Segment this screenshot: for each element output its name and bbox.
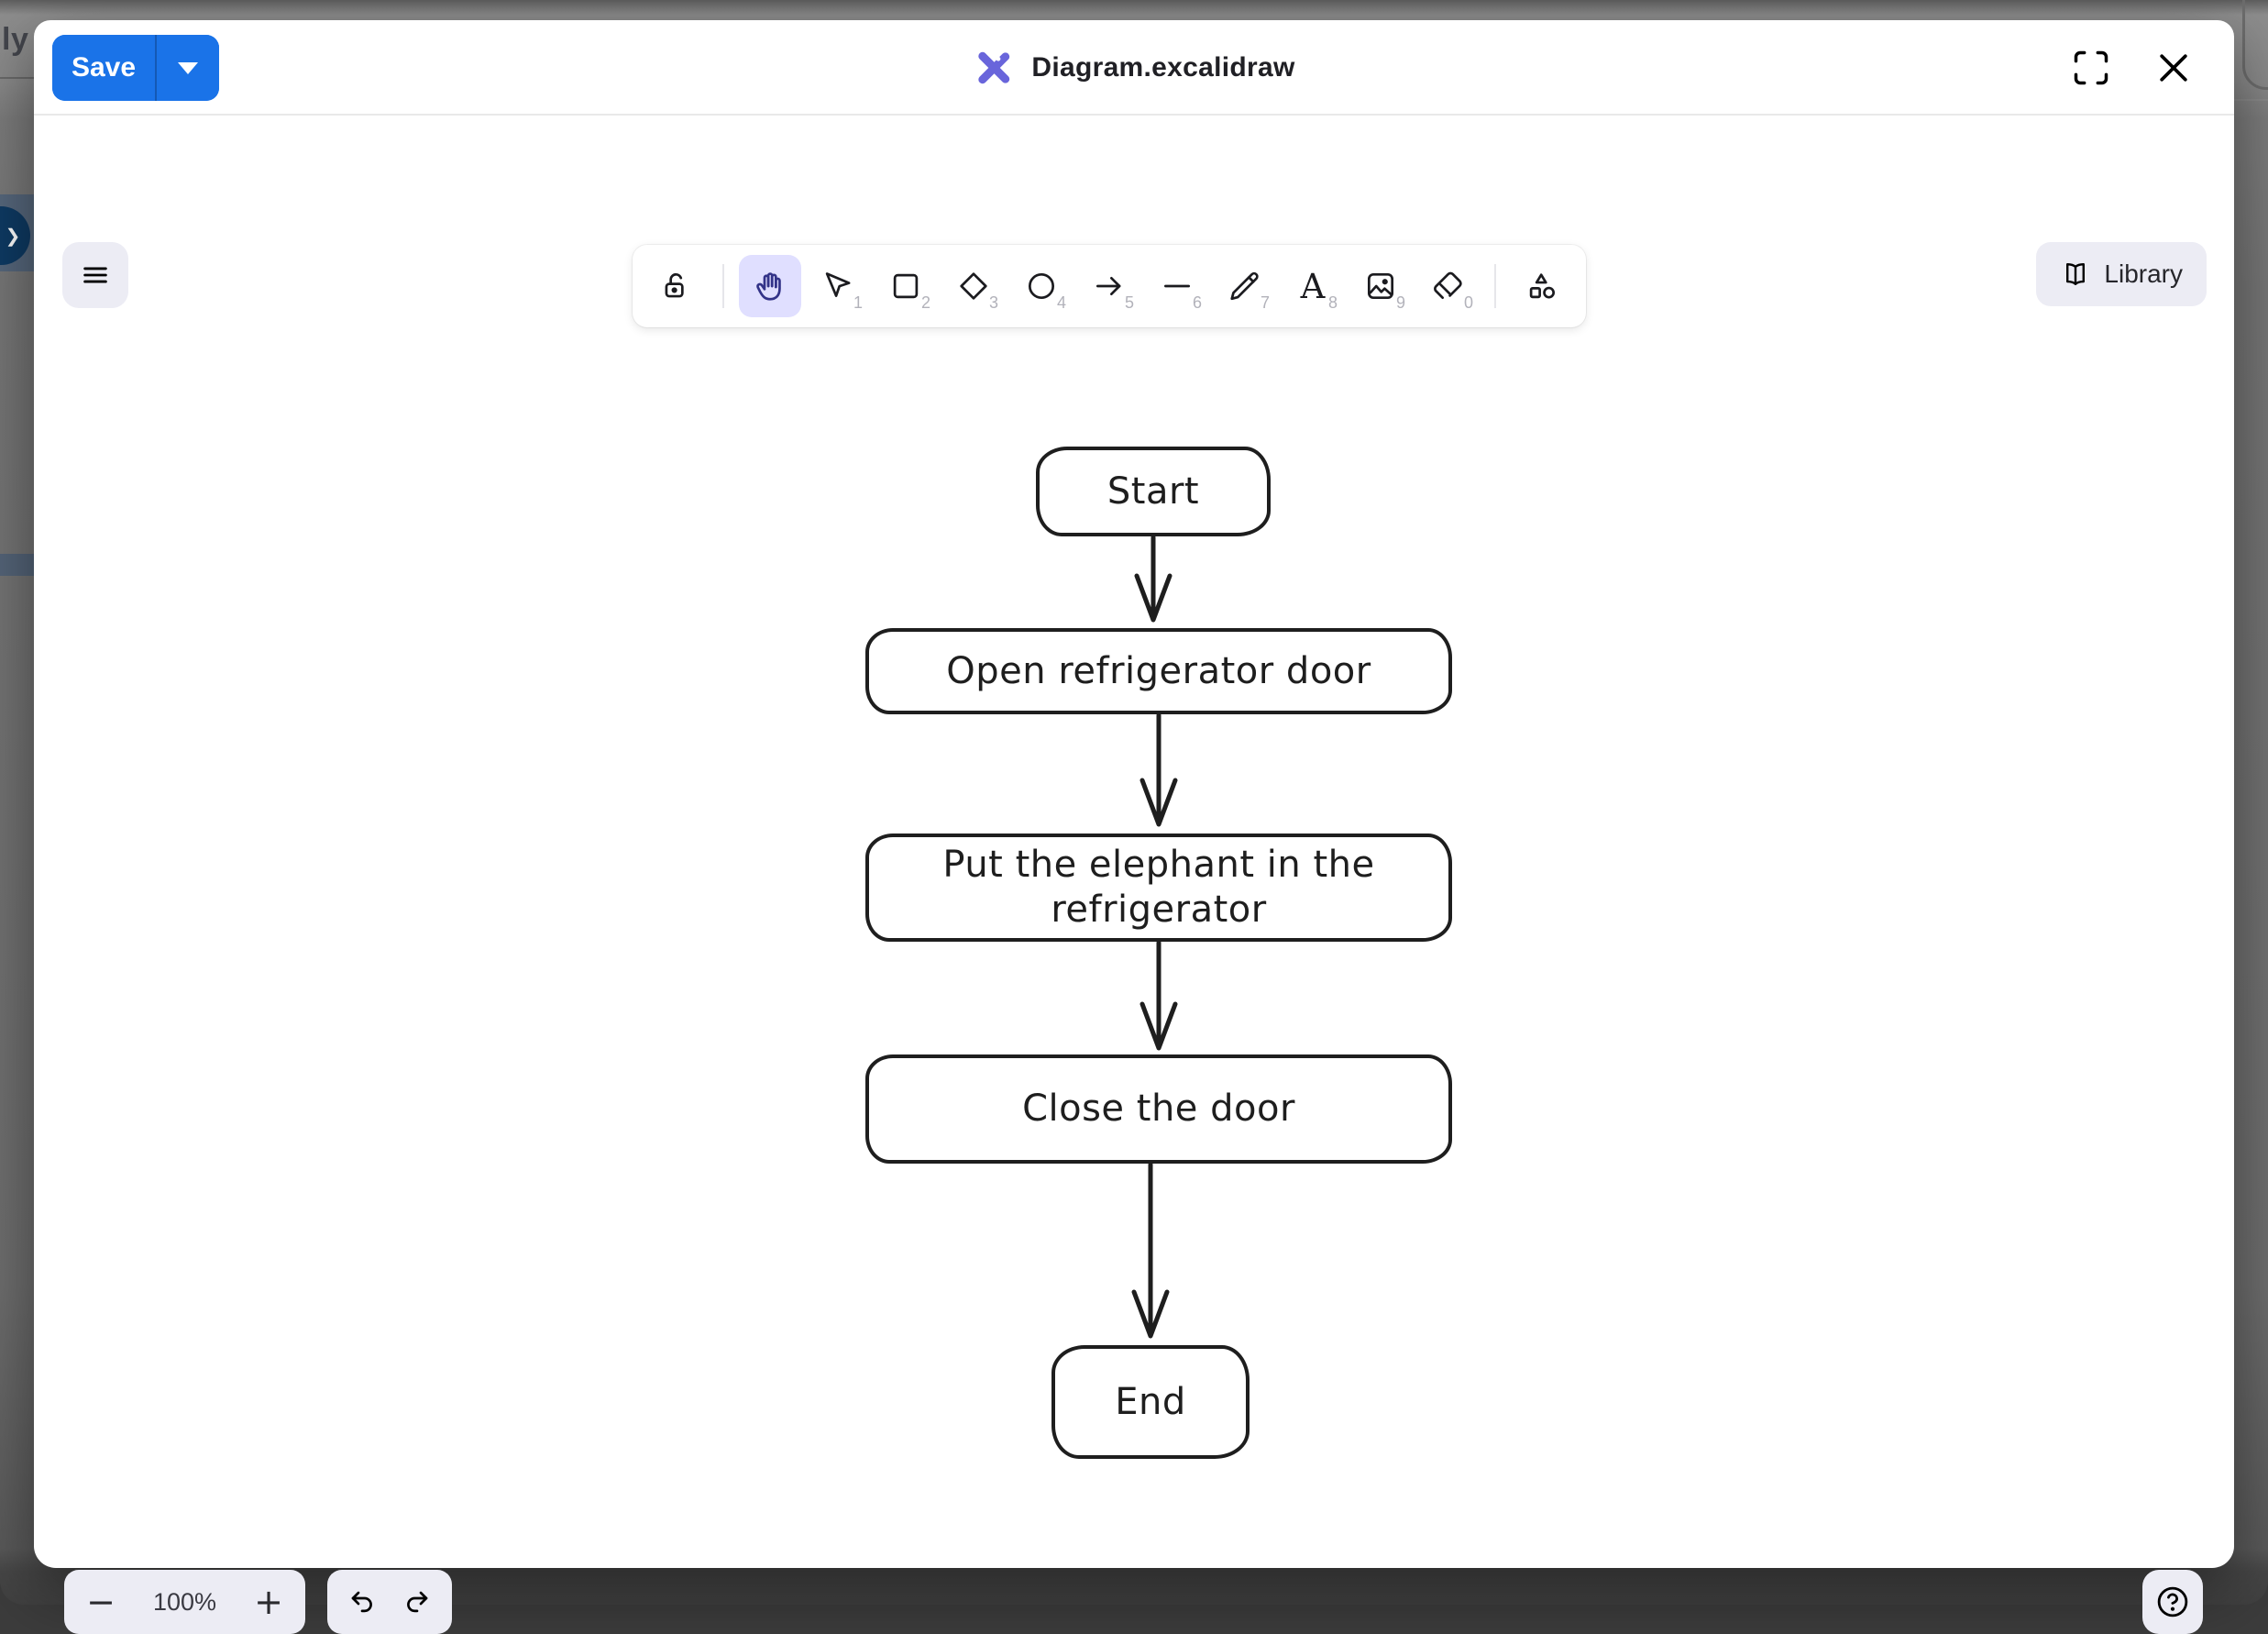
tool-shortcut: 2 [920, 293, 930, 312]
tool-lock[interactable] [645, 255, 708, 317]
fullscreen-icon [2074, 50, 2108, 85]
flow-node-start[interactable]: Start [1036, 447, 1271, 536]
save-button-divider [155, 35, 157, 101]
tool-image[interactable]: 9 [1349, 255, 1412, 317]
backdrop-pill-shape [2242, 0, 2268, 90]
tool-shortcut: 3 [988, 293, 998, 312]
backdrop-divider [2234, 99, 2268, 101]
flow-arrow[interactable] [1126, 535, 1181, 625]
lock-open-icon [665, 273, 684, 298]
tool-ellipse[interactable]: 4 [1010, 255, 1073, 317]
title-area: Diagram.excalidraw [34, 20, 2234, 116]
flow-node-end[interactable]: End [1051, 1345, 1250, 1459]
pencil-icon [1230, 271, 1259, 301]
backdrop-band [0, 554, 34, 576]
flow-arrow[interactable] [1131, 712, 1186, 830]
question-icon [2157, 1586, 2188, 1617]
tool-text[interactable]: A 8 [1282, 255, 1344, 317]
tool-eraser[interactable]: 0 [1417, 255, 1480, 317]
chevron-down-icon [178, 61, 198, 74]
toolbar-divider [1494, 264, 1496, 308]
zoom-in-button[interactable]: + [239, 1573, 298, 1631]
help-button[interactable] [2142, 1570, 2203, 1634]
book-icon [2066, 263, 2086, 285]
tool-shortcut: 6 [1192, 293, 1202, 312]
fullscreen-button[interactable] [2069, 46, 2113, 90]
excalidraw-modal: Save Diagram.excalidraw [34, 20, 2234, 1634]
library-label: Library [2104, 259, 2183, 288]
document-title: Diagram.excalidraw [1031, 52, 1295, 83]
library-button[interactable]: Library [2036, 242, 2207, 306]
tool-arrow[interactable]: 5 [1078, 255, 1140, 317]
flow-arrow[interactable] [1131, 940, 1186, 1054]
tool-line[interactable]: 6 [1146, 255, 1208, 317]
save-button[interactable]: Save [52, 35, 155, 101]
tool-shortcut: 8 [1327, 293, 1338, 312]
tool-shortcut: 4 [1056, 293, 1066, 312]
save-split-button: Save [52, 35, 219, 101]
tool-shapes[interactable] [1511, 255, 1573, 317]
close-icon [2160, 54, 2187, 82]
undo-icon [351, 1591, 372, 1613]
diamond-icon [960, 272, 987, 300]
redo-button[interactable] [395, 1580, 439, 1624]
hand-icon [756, 272, 781, 301]
tool-shortcut: 1 [853, 293, 863, 312]
cursor-icon [825, 272, 851, 297]
flow-node-open-door[interactable]: Open refrigerator door [865, 628, 1452, 714]
tool-diamond[interactable]: 3 [942, 255, 1005, 317]
flow-node-close-door[interactable]: Close the door [865, 1054, 1452, 1164]
tool-shortcut: 9 [1395, 293, 1405, 312]
tool-shortcut: 0 [1463, 293, 1473, 312]
zoom-controls: − 100% + [64, 1570, 305, 1634]
excalidraw-canvas-area[interactable]: 1 2 3 4 [34, 116, 2234, 1634]
redo-icon [407, 1591, 428, 1613]
tool-shortcut: 5 [1124, 293, 1134, 312]
shapes-icon [1529, 273, 1556, 299]
undo-button[interactable] [340, 1580, 384, 1624]
ellipse-icon [1028, 272, 1055, 300]
hamburger-icon [83, 267, 107, 283]
menu-button[interactable] [62, 242, 128, 308]
save-options-button[interactable] [157, 35, 219, 101]
close-button[interactable] [2152, 46, 2196, 90]
modal-header: Save Diagram.excalidraw [34, 20, 2234, 116]
tool-rectangle[interactable]: 2 [875, 255, 937, 317]
tool-selection[interactable]: 1 [807, 255, 869, 317]
tool-island: 1 2 3 4 [633, 245, 1586, 327]
window-controls [2069, 20, 2196, 116]
backdrop-divider [0, 77, 37, 79]
image-icon [1367, 272, 1394, 300]
tool-draw[interactable]: 7 [1214, 255, 1276, 317]
excalidraw-logo-icon [978, 51, 1010, 84]
flow-node-put-elephant[interactable]: Put the elephant in the refrigerator [865, 834, 1452, 942]
line-icon [1163, 284, 1191, 288]
tool-shortcut: 7 [1260, 293, 1270, 312]
zoom-level[interactable]: 100% [152, 1587, 217, 1616]
flow-arrow[interactable] [1123, 1162, 1178, 1341]
text-tool-icon: A [1300, 266, 1326, 306]
rectangle-icon [893, 273, 919, 299]
tool-hand[interactable] [739, 255, 801, 317]
eraser-icon [1434, 271, 1462, 300]
zoom-out-button[interactable]: − [72, 1573, 130, 1631]
toolbar-divider [722, 264, 724, 308]
arrow-icon [1095, 276, 1121, 296]
history-controls [327, 1570, 452, 1634]
